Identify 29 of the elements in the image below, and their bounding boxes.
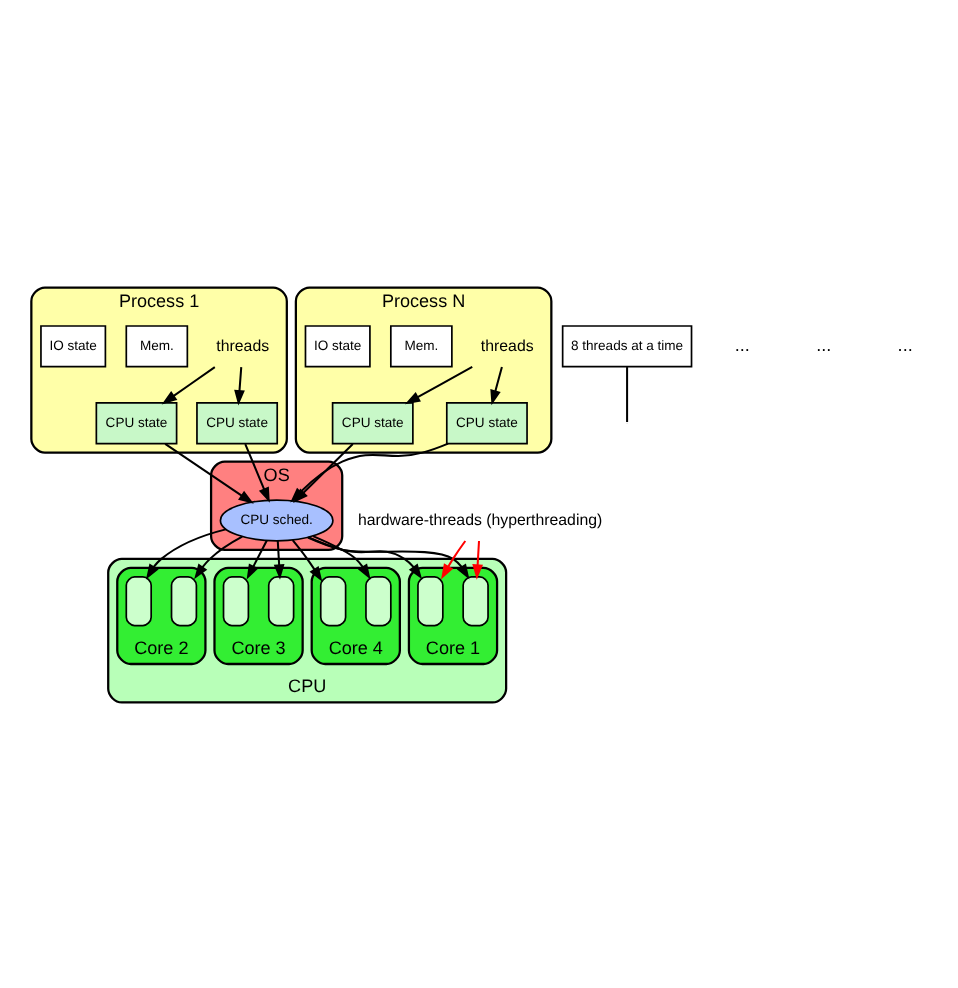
arrow [244, 442, 270, 502]
cluster: Core 2 [116, 565, 207, 665]
label: ... [734, 333, 750, 354]
node-box [170, 575, 198, 626]
label: ... [816, 333, 832, 354]
arrow [194, 534, 243, 579]
connector [626, 366, 629, 421]
arrow [312, 534, 371, 579]
arrow [291, 538, 323, 581]
arrow [234, 366, 245, 405]
node-box [365, 575, 392, 626]
arrow [441, 539, 467, 579]
arrow [273, 539, 285, 579]
node-box [267, 575, 295, 626]
node-box [319, 575, 347, 626]
arrow [145, 527, 227, 579]
node-box [462, 575, 489, 626]
arrow [404, 365, 473, 404]
node-box [222, 575, 250, 626]
node-box [125, 575, 152, 626]
arrow [308, 535, 423, 579]
node-box [417, 575, 444, 626]
arrow [472, 539, 484, 579]
arrow [161, 365, 216, 404]
arrow [490, 365, 503, 405]
arrow [307, 535, 470, 579]
label: ... [897, 333, 913, 354]
arrow [246, 539, 268, 579]
arrow [164, 441, 254, 503]
